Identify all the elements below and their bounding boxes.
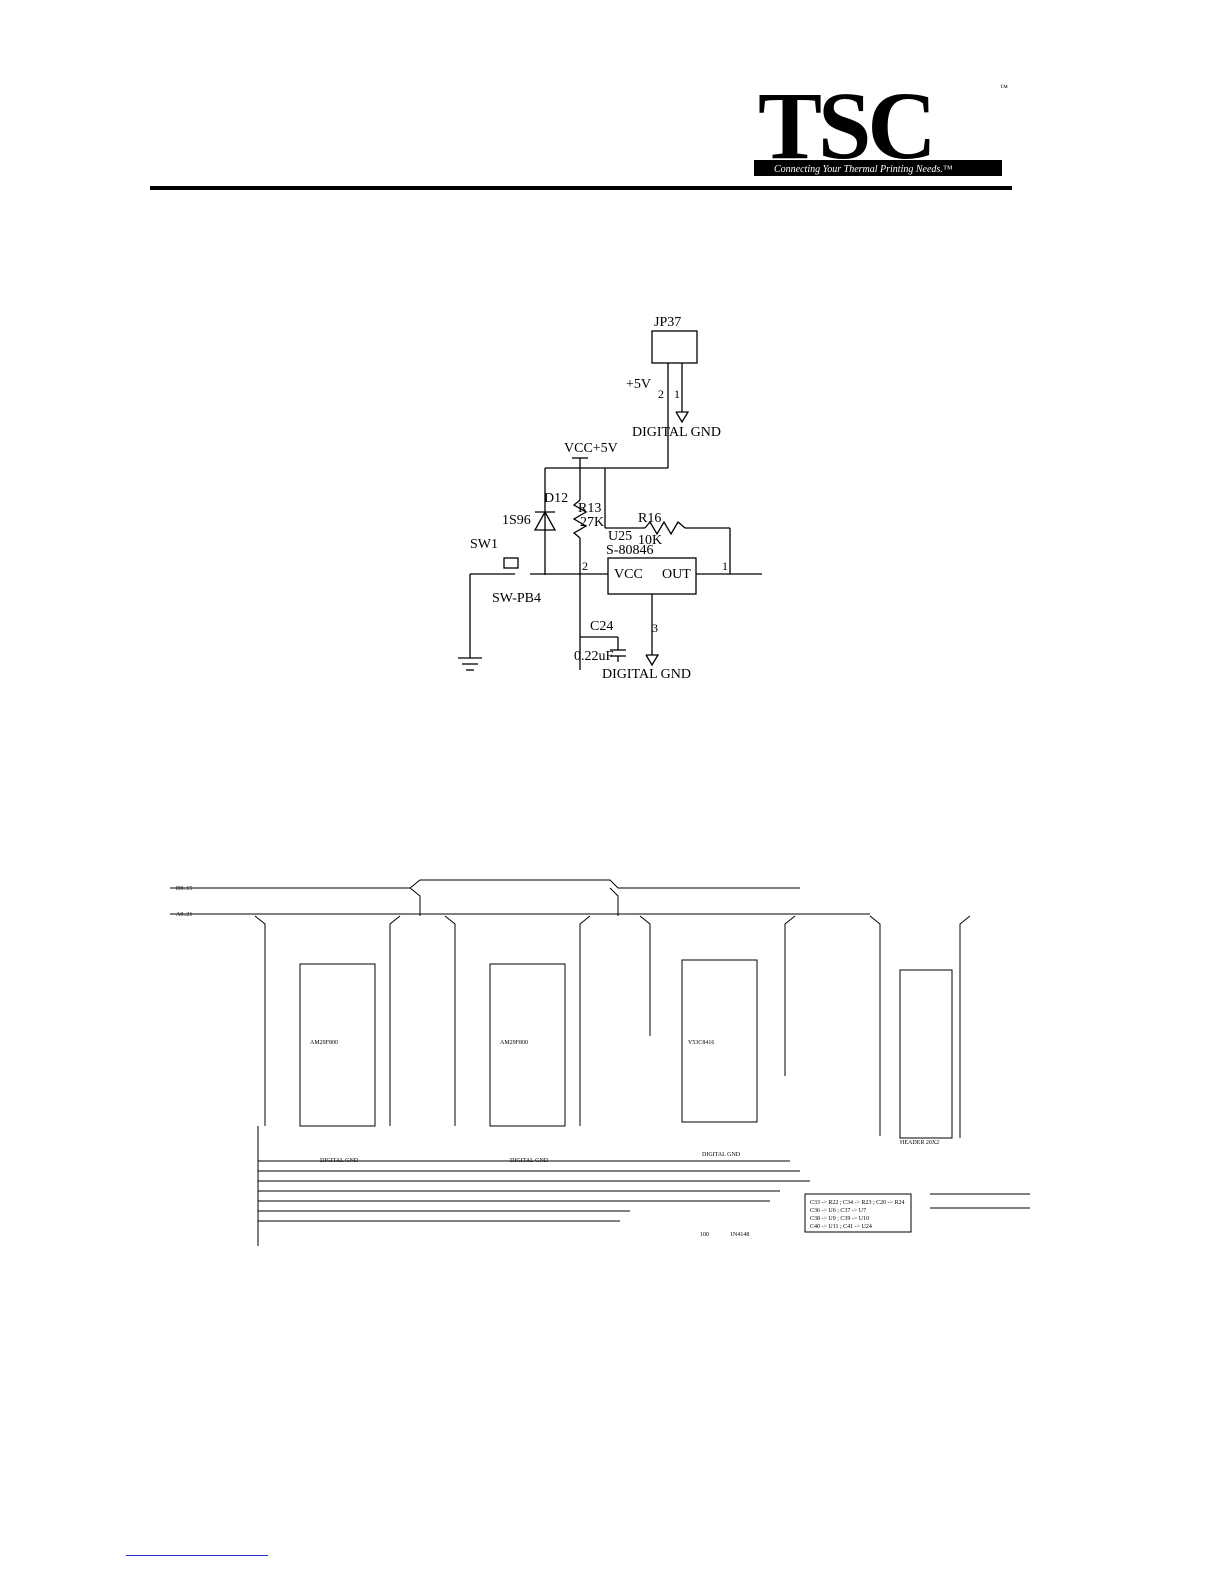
note-line-2: C36 -> U6 ; C37 -> U7	[810, 1208, 866, 1214]
diode-part-label: 1S96	[502, 513, 531, 528]
d12-label: D12	[544, 491, 568, 506]
digital-gnd-label-2: DIGITAL GND	[602, 667, 691, 682]
sw-pb4-label: SW-PB4	[492, 591, 541, 606]
out-pin-label: OUT	[662, 567, 691, 582]
s80846-label: S-80846	[606, 543, 653, 558]
resistor-value: 100	[700, 1232, 709, 1238]
r16-label: R16	[638, 511, 661, 526]
note-line-3: C38 -> U9 ; C39 -> U10	[810, 1216, 869, 1222]
c24-label: C24	[590, 619, 613, 634]
dgnd-label-1: DIGITAL GND	[320, 1158, 359, 1164]
footer-link-underline	[126, 1555, 268, 1556]
chip1-label: AM29F800	[310, 1040, 338, 1046]
jp37-pin2: 2	[658, 387, 664, 401]
jp37-pin1: 1	[674, 387, 680, 401]
vcc-pin-label: VCC	[614, 567, 643, 582]
note-line-1: C33 -> R22 ; C34 -> R23 ; C20 -> R24	[810, 1200, 905, 1206]
c24-value: 0.22uF	[574, 649, 614, 664]
dgnd-label-2: DIGITAL GND	[510, 1158, 549, 1164]
chip2-label: AM29F800	[500, 1040, 528, 1046]
chip3-label: V53C8416	[688, 1040, 714, 1046]
tsc-logo: TSC ™ Connecting Your Thermal Printing N…	[754, 80, 1008, 179]
digital-gnd-label-1: DIGITAL GND	[632, 425, 721, 440]
diode-label: 1N4148	[730, 1232, 749, 1238]
reset-circuit-schematic: JP37 +5V 2 1 DIGITAL GND VCC+5V D12 1S96…	[458, 315, 762, 682]
r16-value: 10K	[638, 533, 662, 548]
dgnd-label-3: DIGITAL GND	[702, 1152, 741, 1158]
node2-label: 2	[582, 559, 588, 573]
out-pin-number: 1	[722, 559, 728, 573]
logo-tagline: Connecting Your Thermal Printing Needs.™	[774, 164, 953, 175]
logo-trademark: ™	[1000, 83, 1008, 92]
jp37-label: JP37	[654, 315, 681, 330]
vcc-label: VCC+5V	[564, 441, 618, 456]
u25-label: U25	[608, 529, 632, 544]
bus-a-label: A0..21	[176, 912, 192, 918]
header-rule	[150, 186, 1012, 190]
memory-schematic: D0..15 A0..21 AM29F800 AM29F800 V53C8416…	[170, 879, 1030, 1246]
pin3-label: 3	[652, 621, 658, 635]
note-line-4: C40 -> U11 ; C41 -> U24	[810, 1224, 872, 1230]
r13-value: 27K	[580, 515, 604, 530]
r13-label: R13	[578, 501, 601, 516]
sw1-label: SW1	[470, 537, 498, 552]
header-label: HEADER 20X2	[900, 1140, 939, 1146]
bus-d-label: D0..15	[176, 886, 192, 892]
plus5v-label: +5V	[626, 377, 651, 392]
